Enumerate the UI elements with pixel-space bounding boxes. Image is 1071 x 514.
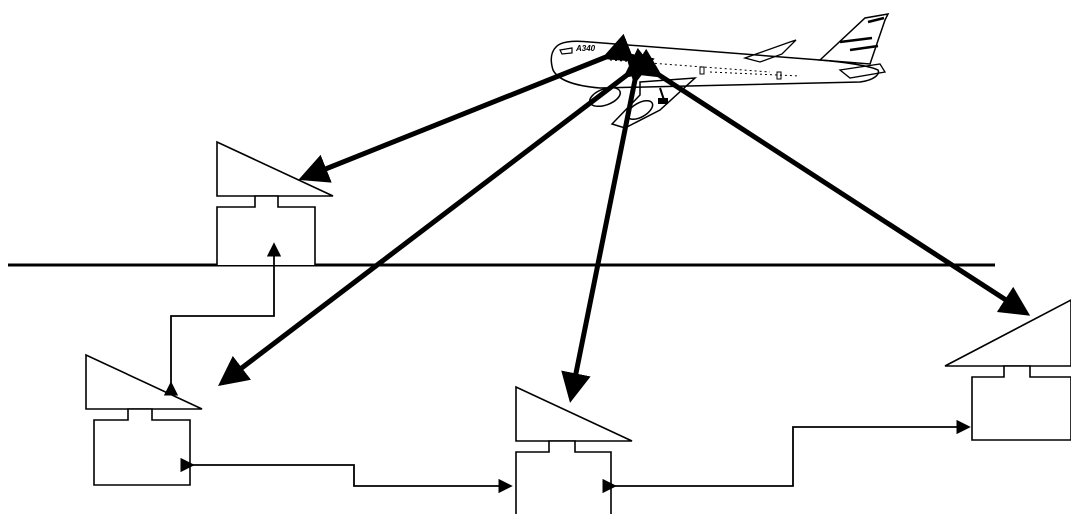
station-right bbox=[944, 299, 1071, 441]
air-link-surface bbox=[298, 33, 635, 183]
air-link-left bbox=[218, 47, 656, 387]
air-link-right bbox=[629, 48, 1031, 316]
dish-antenna-icon bbox=[944, 299, 1071, 367]
airplane-far-wing bbox=[742, 39, 797, 63]
airplane-fuselage bbox=[550, 40, 880, 89]
ground-link-center-right bbox=[602, 419, 971, 494]
air-link-center bbox=[561, 52, 655, 403]
station-cabinet bbox=[93, 408, 191, 486]
airplane-icon: A340 bbox=[550, 13, 890, 129]
station-cabinet bbox=[216, 195, 316, 265]
station-surface bbox=[216, 140, 334, 265]
dish-antenna-icon bbox=[85, 353, 203, 410]
dish-antenna-icon bbox=[216, 140, 334, 197]
ground-link-left-center bbox=[180, 457, 513, 494]
station-cabinet bbox=[971, 365, 1071, 441]
station-left bbox=[85, 353, 203, 486]
station-center bbox=[515, 385, 633, 514]
airplane-tail-marking: A340 bbox=[575, 44, 596, 53]
station-cabinet bbox=[515, 440, 612, 514]
ground-link-left-surface bbox=[163, 242, 282, 396]
